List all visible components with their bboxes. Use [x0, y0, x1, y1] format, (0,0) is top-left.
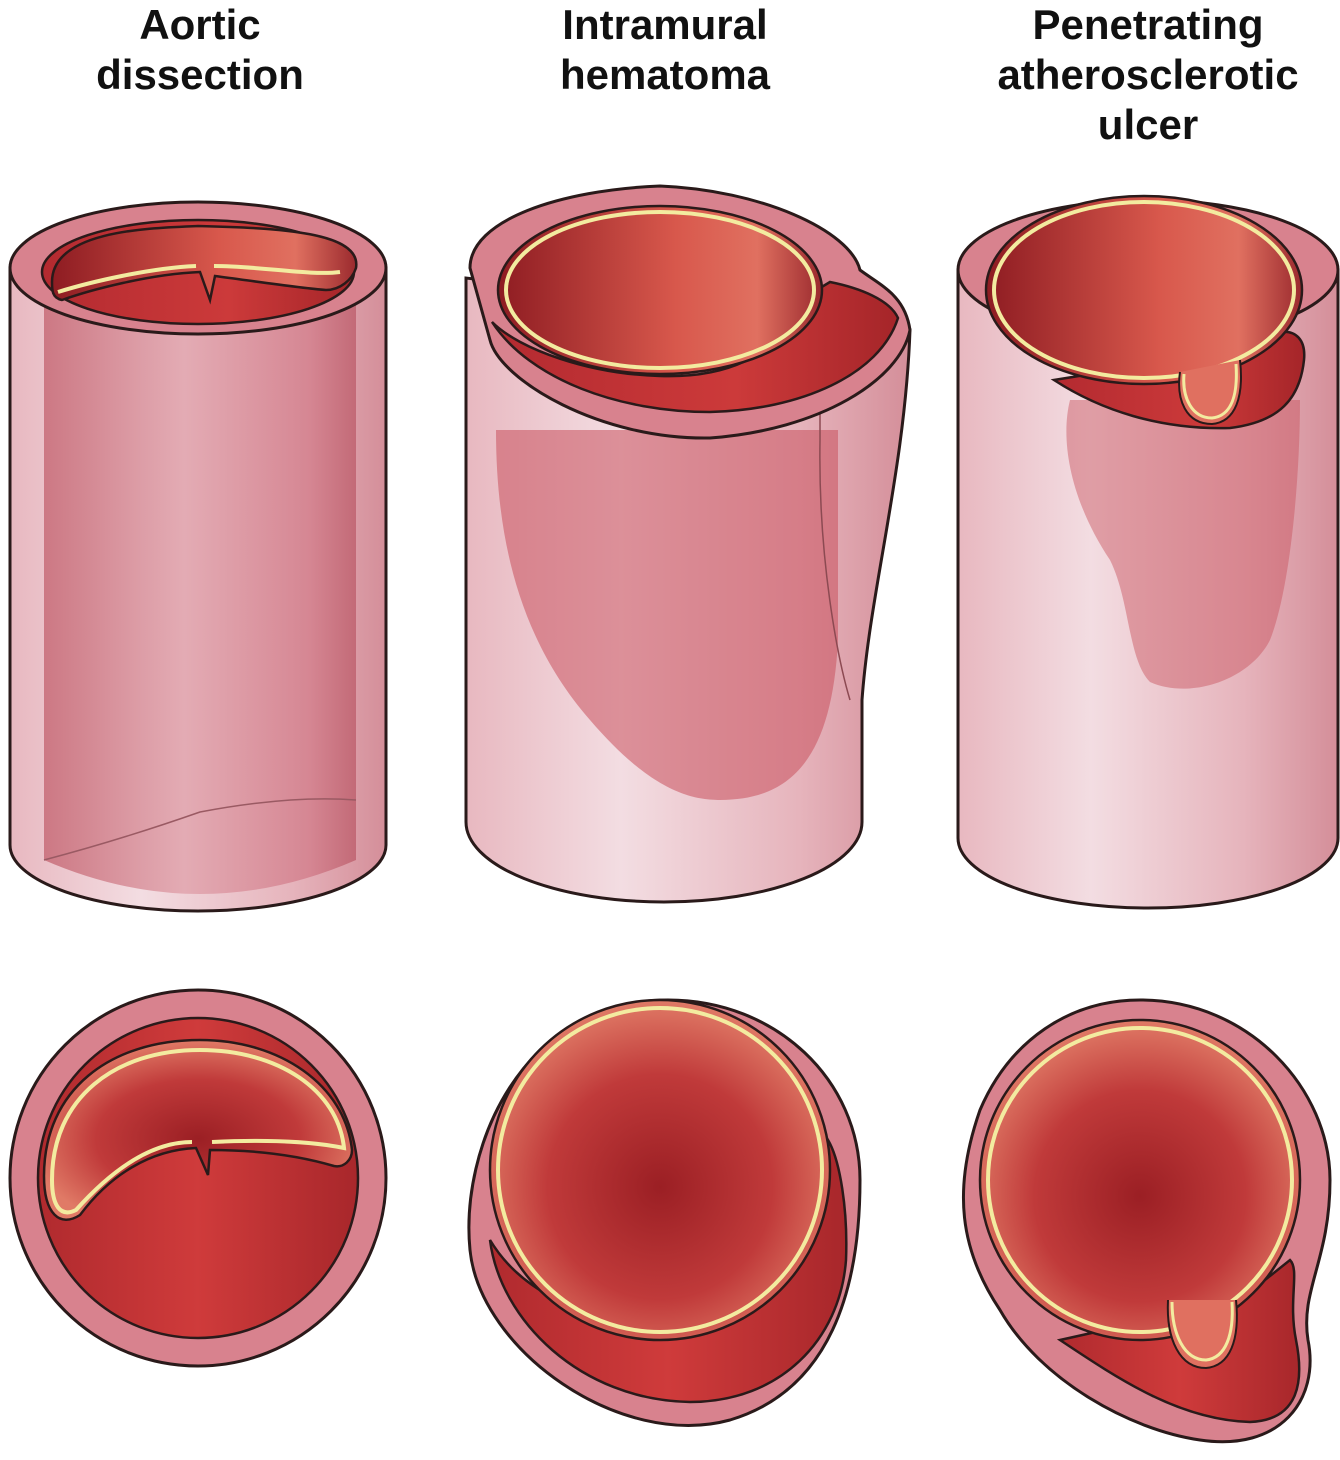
title-line: hematoma	[559, 51, 771, 98]
panel-title-penetrating-ulcer: Penetrating atherosclerotic ulcer	[938, 0, 1340, 150]
hematoma-cross-section	[467, 998, 862, 1427]
title-line: Penetrating	[1032, 1, 1264, 48]
ulcer-cross-section	[961, 998, 1332, 1444]
title-line: dissection	[96, 51, 304, 98]
dissection-cylinder	[8, 200, 388, 913]
title-line: ulcer	[1097, 101, 1199, 148]
panel-title-aortic-dissection: Aortic dissection	[0, 0, 410, 100]
title-line: atherosclerotic	[997, 51, 1299, 98]
title-line: Aortic	[139, 1, 261, 48]
dissection-cross-section	[8, 988, 388, 1368]
panel-title-intramural-hematoma: Intramural hematoma	[455, 0, 875, 100]
hematoma-cylinder	[464, 184, 912, 904]
title-line: Intramural	[562, 1, 768, 48]
ulcer-cylinder	[956, 194, 1340, 910]
